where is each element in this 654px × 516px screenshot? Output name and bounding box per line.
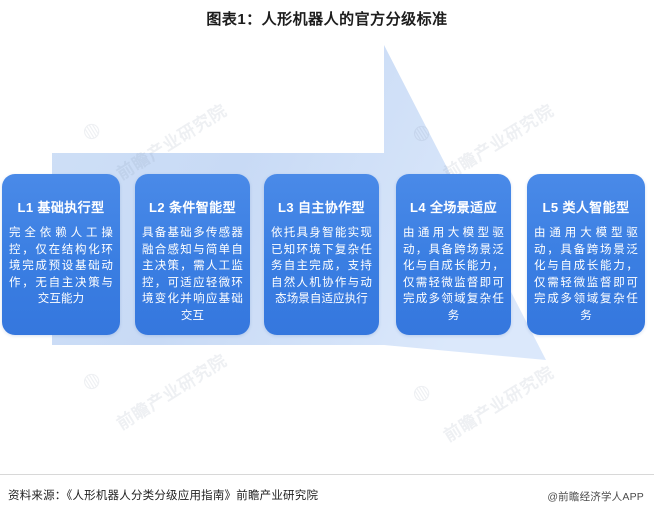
source-note: 资料来源：《人形机器人分类分级应用指南》前瞻产业研究院 [8,490,319,502]
level-card-title: L2 条件智能型 [149,200,236,215]
level-card-title: L1 基础执行型 [17,200,105,215]
level-card-title: L3 自主协作型 [278,200,365,215]
level-card-l5[interactable]: L5 类人智能型 由通用大模型驱动，具备跨场景泛化与自成长能力，仅需轻微监督即可… [527,174,645,335]
level-card-title: L4 全场景适应 [410,200,497,215]
level-card-l3[interactable]: L3 自主协作型 依托具身智能实现已知环境下复杂任务自主完成，支持自然人机协作与… [264,174,379,335]
level-card-l4[interactable]: L4 全场景适应 由通用大模型驱动，具备跨场景泛化与自成长能力，仅需轻微监督即可… [396,174,511,335]
level-card-title: L5 类人智能型 [542,200,630,215]
attribution-label: @前瞻经济学人APP [547,491,644,503]
page-title: 图表1：人形机器人的官方分级标准 [206,11,448,28]
level-card-l1[interactable]: L1 基础执行型 完全依赖人工操控，仅在结构化环境完成预设基础动作，无自主决策与… [2,174,120,335]
level-card-l2[interactable]: L2 条件智能型 具备基础多传感器融合感知与简单自主决策，需人工监控，可适应轻微… [135,174,250,335]
footer-divider [0,474,654,475]
level-card-description: 依托具身智能实现已知环境下复杂任务自主完成，支持自然人机协作与动态场景自适应执行 [271,227,372,305]
level-card-description: 由通用大模型驱动，具备跨场景泛化与自成长能力，仅需轻微监督即可完成多领域复杂任务 [403,227,504,322]
level-card-description: 完全依赖人工操控，仅在结构化环境完成预设基础动作，无自主决策与交互能力 [9,227,113,305]
level-card-description: 由通用大模型驱动，具备跨场景泛化与自成长能力，仅需轻微监督即可完成多领域复杂任务 [534,227,638,322]
level-card-description: 具备基础多传感器融合感知与简单自主决策，需人工监控，可适应轻微环境变化并响应基础… [142,227,243,322]
